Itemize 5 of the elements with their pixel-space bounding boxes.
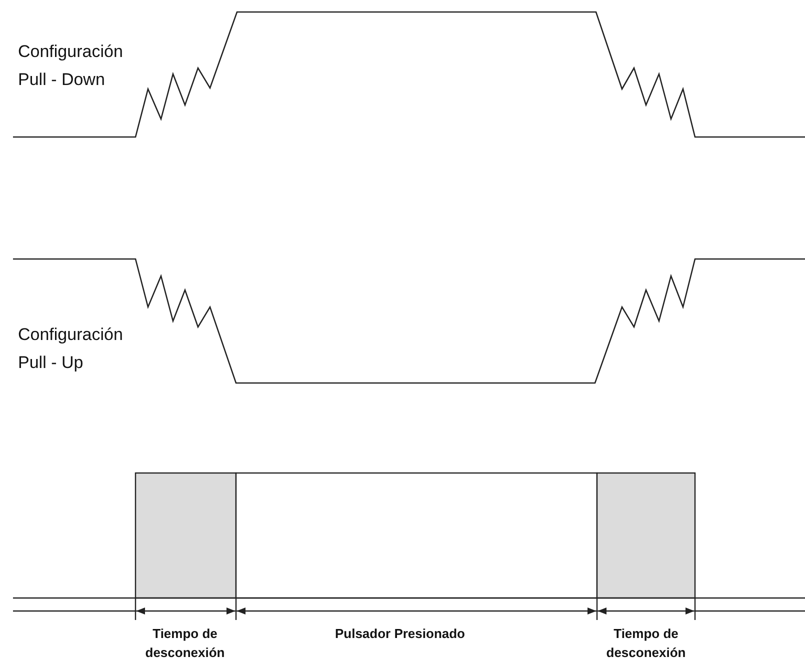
interval-label: Tiempo de desconexión: [144, 625, 226, 662]
interval-label: Tiempo de desconexión: [605, 625, 687, 662]
configuration-label: Configuración Pull - Down: [18, 41, 124, 91]
interval-label: Pulsador Presionado: [334, 625, 466, 643]
configuration-label: Configuración Pull - Up: [18, 324, 124, 374]
